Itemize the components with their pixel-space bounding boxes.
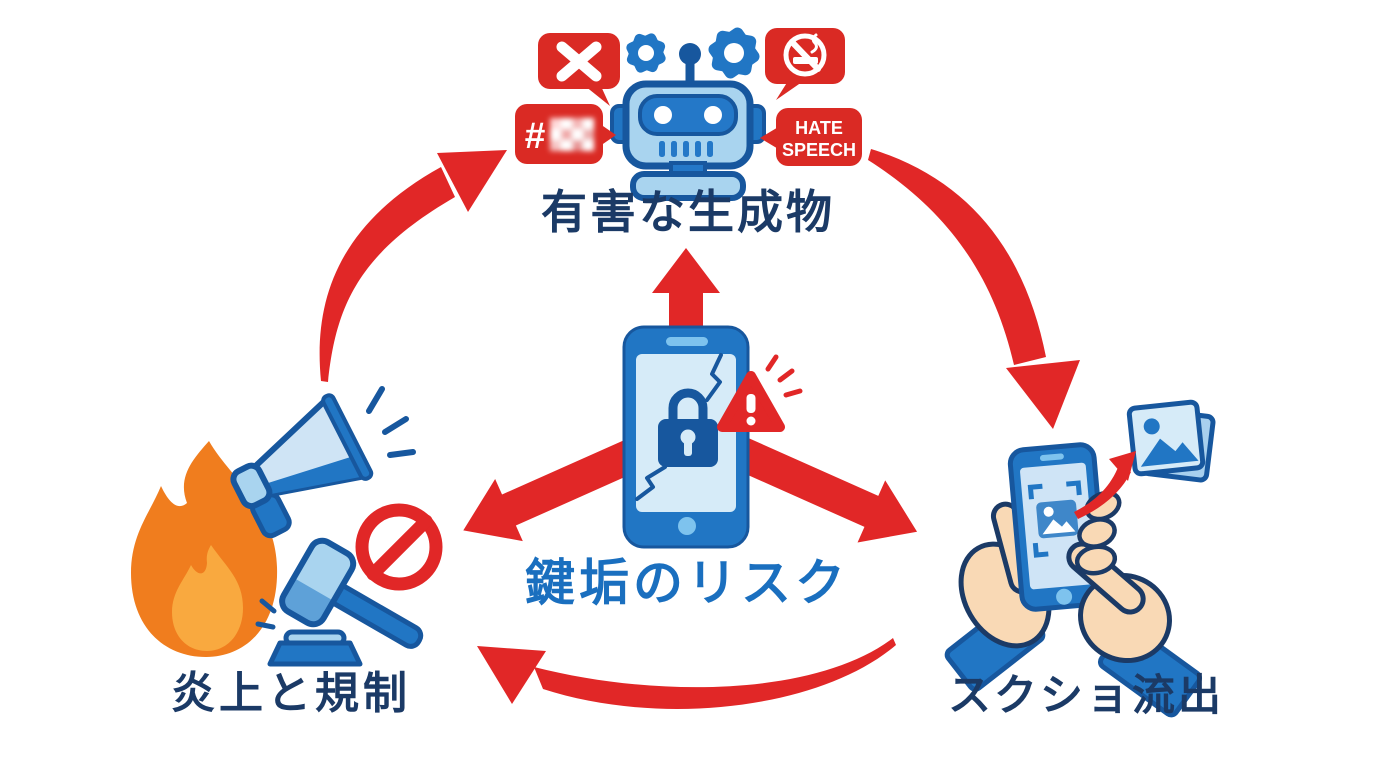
flame-regulation-label: 炎上と規制 [171,669,411,718]
leak-arrow-icon [1074,451,1136,519]
prohibition-icon [355,503,443,591]
locked-account-label: 鍵垢のリスク [525,555,849,611]
gear-icon [708,27,760,79]
sound-lines-icon [366,386,416,458]
locked-phone-icon [622,325,750,549]
arrowhead-icon [1006,360,1080,429]
node-flame-regulation: 炎上と規制 [131,386,443,718]
center-arrow-down-right [731,436,918,543]
center-arrow-up [652,248,720,333]
speech-bubble-hashtag: # [515,104,616,164]
cycle-arrow-right-to-left [477,638,896,709]
hashtag-text: # [525,115,546,156]
gear-icon [626,33,666,73]
crack-icon [635,465,667,501]
robot-icon [610,43,766,201]
impact-lines-icon [255,598,277,630]
speech-bubble-hate-speech: HATE SPEECH [760,108,862,166]
censored-mosaic [550,118,594,151]
hate-speech-line2: SPEECH [782,140,856,160]
speech-bubble-no-smoking [765,28,845,100]
arrowhead-icon [477,646,546,704]
node-locked-account: 鍵垢のリスク [525,325,849,611]
node-screenshot-leak: スクショ流出 [944,399,1224,720]
hands-phone-icon [944,442,1203,718]
megaphone-icon [230,386,416,539]
node-harmful-output: # HATE SPE [515,27,862,238]
screenshot-leak-label: スクショ流出 [948,672,1224,720]
no-smoking-icon [783,33,827,77]
x-mark-icon [556,41,602,82]
cycle-arrow-top-to-right [868,149,1080,429]
gavel-icon [255,537,424,667]
crack-icon [705,353,723,402]
hate-speech-line1: HATE [795,118,843,138]
speech-bubble-x [538,33,620,106]
lock-icon [658,388,718,467]
arrowhead-icon [437,150,507,212]
harmful-output-label: 有害な生成物 [541,186,835,238]
image-thumbnail-icon [1036,499,1079,539]
center-arrow-down-left [463,433,653,542]
warning-triangle-icon [717,354,803,432]
cycle-arrow-left-to-top [319,150,507,382]
photo-stack-icon [1126,399,1216,483]
